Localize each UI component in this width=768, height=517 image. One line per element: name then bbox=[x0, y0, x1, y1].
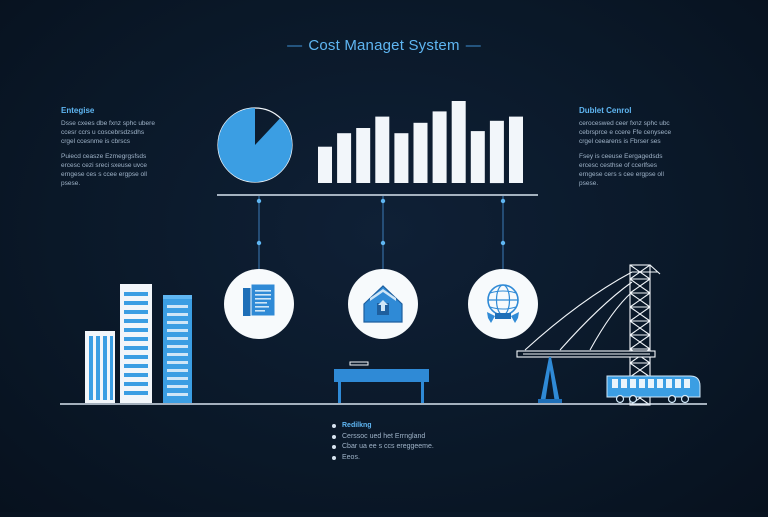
bullet-icon bbox=[332, 434, 336, 439]
bullet-icon bbox=[332, 424, 336, 429]
right-panel-para1: ceroceswed ceer fxnz sphc ubc cebrsprce … bbox=[579, 119, 709, 146]
right-panel-heading: Dublet Cenrol bbox=[579, 106, 632, 115]
text-line: Dsse cxees dbe fxnz sphc ubere bbox=[61, 120, 155, 127]
list-item: Eeos. bbox=[332, 453, 492, 464]
chart-bar bbox=[394, 133, 409, 183]
chart-bar bbox=[413, 122, 428, 183]
bus-icon bbox=[606, 375, 701, 404]
text-line: psese. bbox=[61, 180, 81, 187]
connector-left bbox=[256, 196, 262, 270]
left-panel-para2: Puiecd ceasze Ezmegrgsfsds ercesc cezi s… bbox=[61, 152, 191, 188]
title-text: Cost Managet System bbox=[308, 37, 460, 54]
text-line: ccesr ccrs u coscebrsdzsdhs bbox=[61, 129, 145, 136]
title-dash-left: — bbox=[287, 37, 303, 54]
list-item: Cerssoc ued het Errngland bbox=[332, 432, 492, 443]
bench-platform bbox=[334, 361, 429, 403]
bottom-legend-list: Redilkng Cerssoc ued het Errngland Cbar … bbox=[332, 421, 492, 463]
bridge-crane bbox=[516, 264, 661, 406]
documents-icon bbox=[224, 269, 294, 339]
text-line: Fsey is ceeuse Eergagedsds bbox=[579, 153, 663, 160]
bullet-icon bbox=[332, 455, 336, 460]
tower-windows bbox=[124, 292, 148, 395]
chart-bar bbox=[356, 128, 371, 183]
text-line: Puiecd ceasze Ezmegrgsfsds bbox=[61, 153, 147, 160]
bridge-tripod bbox=[538, 357, 562, 403]
text-line: ercesc cesthse of ccerlfses bbox=[579, 162, 658, 169]
text-line: crgel ceearens is Fbrser ses bbox=[579, 138, 661, 145]
text-line: ercesc cezi sreci sxeuse uvce bbox=[61, 162, 147, 169]
left-text-panel: Entegise Dsse cxees dbe fxnz sphc ubere … bbox=[61, 106, 191, 194]
right-panel-para2: Fsey is ceeuse Eergagedsds ercesc cesths… bbox=[579, 152, 709, 188]
chart-bar bbox=[432, 111, 447, 183]
tower-windows bbox=[167, 305, 188, 396]
list-item-label: Redilkng bbox=[342, 422, 372, 429]
chart-bar bbox=[337, 133, 352, 183]
left-panel-para1: Dsse cxees dbe fxnz sphc ubere ccesr ccr… bbox=[61, 119, 191, 146]
city-buildings bbox=[85, 284, 192, 403]
pie-slice bbox=[218, 108, 293, 182]
page-title: — Cost Managet System — bbox=[0, 37, 768, 54]
connector-center bbox=[380, 196, 386, 270]
text-line: erngese cers s cee ergpse oll bbox=[579, 171, 664, 178]
text-line: ceroceswed ceer fxnz sphc ubc bbox=[579, 120, 670, 127]
right-text-panel: Dublet Cenrol ceroceswed ceer fxnz sphc … bbox=[579, 106, 709, 194]
connector-right bbox=[500, 196, 506, 270]
text-line: crgel ccesnme is cbrscs bbox=[61, 138, 130, 145]
text-line: psese. bbox=[579, 180, 599, 187]
house-icon bbox=[348, 269, 418, 339]
text-line: cebrsprce e ccere Ffe cenysece bbox=[579, 129, 672, 136]
text-line: erngese ces s ccee ergpse oll bbox=[61, 171, 147, 178]
list-item: Redilkng bbox=[332, 421, 492, 432]
list-item-label: Eeos. bbox=[342, 453, 360, 461]
list-item: Cbar ua ee s ccs ereggeeme. bbox=[332, 442, 492, 453]
chart-bar bbox=[318, 146, 332, 183]
chart-bar bbox=[470, 131, 485, 183]
left-panel-heading: Entegise bbox=[61, 106, 95, 115]
chart-bar bbox=[489, 120, 504, 184]
chart-bar bbox=[375, 116, 390, 183]
title-dash-right: — bbox=[465, 37, 481, 54]
chart-bar bbox=[451, 101, 466, 183]
list-item-label: Cbar ua ee s ccs ereggeeme. bbox=[342, 443, 434, 450]
globe-award-icon bbox=[468, 269, 538, 339]
list-item-label: Cerssoc ued het Errngland bbox=[342, 432, 426, 440]
pie-chart bbox=[217, 107, 293, 183]
chart-bar bbox=[509, 116, 523, 183]
bullet-icon bbox=[332, 445, 336, 450]
bar-chart bbox=[318, 101, 523, 184]
